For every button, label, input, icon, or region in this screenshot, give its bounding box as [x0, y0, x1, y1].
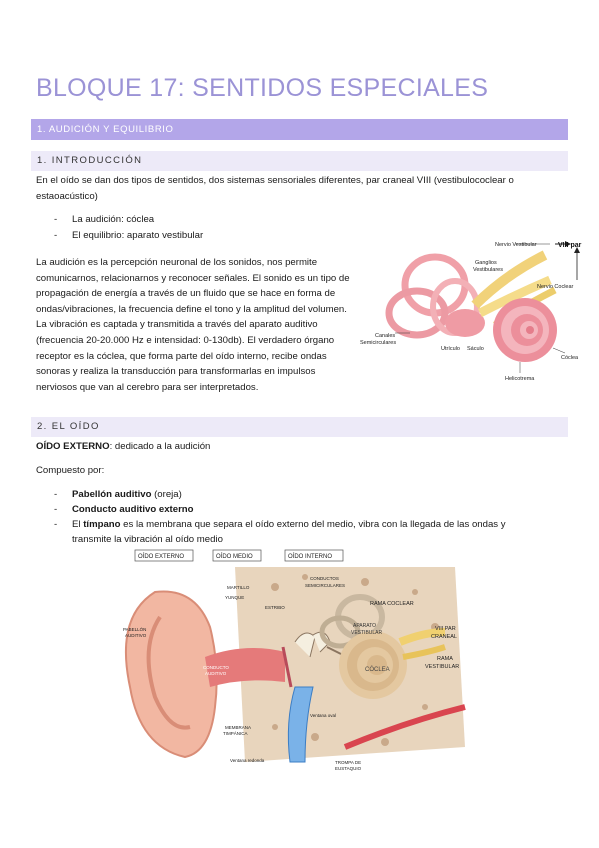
label-rama-coclear: RAMA COCLEAR	[370, 601, 414, 607]
subheading-el-oido: 2. EL OÍDO	[31, 417, 568, 437]
inner-ear-figure: Nervio Vestibular VIII par Ganglios Vest…	[360, 241, 582, 382]
label-conductos: CONDUCTOS	[310, 576, 339, 581]
label-membrana: MEMBRANA	[225, 725, 251, 730]
list-item: -La audición: cóclea	[54, 214, 155, 225]
bullet-text: La audición: cóclea	[72, 214, 155, 225]
label-helicotrema: Helicotrema	[505, 376, 535, 382]
subheading-introduccion: 1. INTRODUCCIÓN	[31, 151, 568, 171]
label-estribo: ESTRIBO	[265, 605, 285, 610]
label-ventana-redonda: Ventana redonda	[230, 758, 265, 763]
list-item: - El tímpano es la membrana que separa e…	[54, 519, 506, 545]
label-saculo: Sáculo	[467, 346, 484, 352]
section-heading-audicion: 1. AUDICIÓN Y EQUILIBRIO	[31, 119, 568, 140]
compuesto-por: Compuesto por:	[36, 465, 105, 476]
paragraph-line: La vibración es captada y transmitida a …	[36, 319, 318, 331]
intro-paragraph: En el oído se dan dos tipos de sentidos,…	[36, 173, 566, 204]
label-nervio-vestibular: Nervio Vestibular	[495, 242, 537, 248]
label-craneal: CRANEAL	[431, 634, 457, 640]
list-item: -Conducto auditivo externo	[54, 504, 194, 515]
label-pabellon-auditivo: AUDITIVO	[125, 633, 147, 638]
label-coclea: CÓCLEA	[365, 666, 390, 673]
label-coclea: Cóclea	[561, 355, 579, 361]
label-conducto-auditivo: AUDITIVO	[205, 671, 227, 676]
bullet-bold: tímpano	[83, 519, 121, 530]
paragraph-line: comunicarnos, relacionarnos y reconocer …	[36, 272, 350, 284]
audicion-paragraph: La audición es la percepción neuronal de…	[36, 255, 381, 395]
label-aparato: APARATO	[353, 623, 376, 629]
label-ventana-oval: Ventana oval	[310, 713, 336, 718]
bullet-bold: Pabellón auditivo	[72, 489, 152, 500]
bullet-bold: Conducto auditivo externo	[72, 504, 194, 515]
label-eustaquio: EUSTAQUIO	[335, 766, 362, 771]
intro-line-1: En el oído se dan dos tipos de sentidos,…	[36, 175, 514, 186]
label-martillo: MARTILLO	[227, 585, 250, 590]
oido-externo-desc: : dedicado a la audición	[109, 441, 211, 452]
label-conductos-semicirculares: SEMICIRCULARES	[305, 583, 345, 588]
label-canales: Canales	[375, 333, 395, 339]
paragraph-line: receptor es la cóclea, que forma parte d…	[36, 350, 327, 362]
label-semicirculares: Semicirculares	[360, 340, 396, 346]
label-viii-par: VIII PAR	[435, 626, 456, 632]
label-ganglios: Ganglios	[475, 260, 497, 266]
page-title: BLOQUE 17: SENTIDOS ESPECIALES	[36, 74, 489, 102]
ear-anatomy-figure: OÍDO EXTERNO OÍDO MEDIO OÍDO INTERNO MAR…	[115, 547, 475, 777]
label-oido-medio: OÍDO MEDIO	[216, 553, 253, 560]
paragraph-line: (frecuencia 20-20.000 Hz e intensidad: 0…	[36, 334, 335, 346]
label-conducto: CONDUCTO	[203, 665, 229, 670]
list-item: -El equilibrio: aparato vestibular	[54, 230, 204, 241]
bullet-text: es la membrana que separa el oído extern…	[120, 519, 506, 530]
list-item: -Pabellón auditivo (oreja)	[54, 489, 182, 500]
label-pabellon: PABELLÓN	[123, 626, 146, 632]
paragraph-line: sonoras y realiza la transducción para t…	[36, 366, 316, 378]
paragraph-line: ondas/vibraciones, la frecuencia define …	[36, 303, 347, 315]
label-yunque: YUNQUE	[225, 595, 244, 600]
label-oido-interno: OÍDO INTERNO	[288, 553, 332, 560]
label-aparato-vestibular: VESTIBULAR	[351, 630, 383, 636]
intro-line-2: estaoacústico)	[36, 190, 98, 202]
label-rama: RAMA	[437, 656, 453, 662]
oido-externo-line: OÍDO EXTERNO: dedicado a la audición	[36, 439, 566, 455]
bullet-text: El equilibrio: aparato vestibular	[72, 230, 204, 241]
label-nervio-coclear: Nervio Coclear	[537, 284, 574, 290]
label-oido-externo: OÍDO EXTERNO	[138, 553, 184, 560]
label-viii-par: VIII par	[558, 242, 582, 249]
bullet-text: transmite la vibración al oído medio	[72, 534, 223, 545]
label-vestibulares: Vestibulares	[473, 267, 503, 273]
label-trompa: TROMPA DE	[335, 760, 361, 765]
bullet-text: El	[72, 519, 84, 530]
label-utriculo: Utrículo	[441, 346, 460, 352]
label-rama-vestibular: VESTIBULAR	[425, 664, 459, 670]
paragraph-line: propagación de energía a través de un fl…	[36, 288, 336, 300]
paragraph-line: La audición es la percepción neuronal de…	[36, 257, 318, 268]
paragraph-line: nerviosos que van al cerebro para ser in…	[36, 381, 259, 393]
oido-externo-label: OÍDO EXTERNO	[36, 441, 110, 452]
label-membrana-timpanica: TIMPÁNICA	[223, 730, 248, 736]
bullet-text: (oreja)	[151, 489, 182, 500]
